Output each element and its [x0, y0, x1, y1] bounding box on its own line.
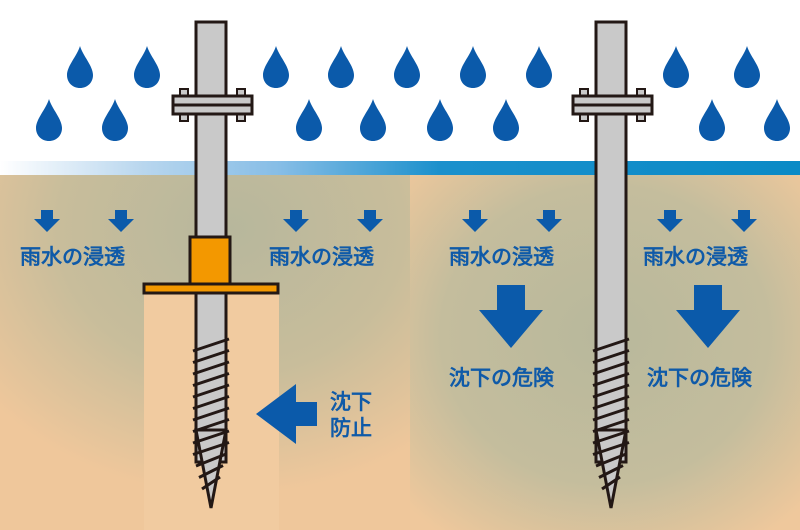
prevention-line-1: 沈下: [330, 389, 372, 415]
infiltration-label: 雨水の浸透: [20, 247, 125, 268]
prevention-line-2: 防止: [330, 415, 372, 441]
ground-plate: [144, 284, 278, 293]
surface-water-band: [0, 161, 800, 176]
settlement-risk-label: 沈下の危険: [647, 368, 752, 389]
flange-lower: [173, 105, 252, 114]
settlement-risk-label: 沈下の危険: [449, 368, 554, 389]
infiltration-label: 雨水の浸透: [269, 247, 374, 268]
settlement-prevention-label: 沈下 防止: [330, 389, 372, 442]
plate-collar: [190, 237, 230, 284]
infiltration-label: 雨水の浸透: [643, 247, 748, 268]
flange-lower: [573, 105, 652, 114]
infiltration-label: 雨水の浸透: [449, 247, 554, 268]
